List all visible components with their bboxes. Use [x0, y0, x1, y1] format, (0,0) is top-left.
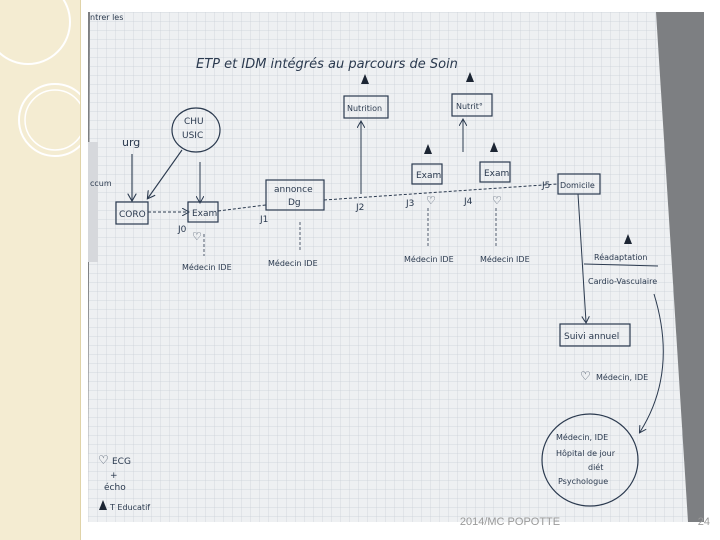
- triangle-icon-nutrition-1: [361, 74, 369, 84]
- exam-2-label: Exam: [416, 171, 441, 181]
- coro-label: CORO: [119, 210, 146, 220]
- suivi-actor-label: Médecin, IDE: [596, 372, 648, 382]
- left-paper-edge: [88, 142, 98, 262]
- exam-node-1: [187, 201, 219, 223]
- readaptation-label: Réadaptation: [594, 252, 647, 262]
- triangle-icon-nutrition-2: [466, 72, 474, 82]
- exam-1-label: Exam: [192, 209, 217, 219]
- legend-educatif: T Educatif: [109, 503, 150, 512]
- slide-footer: 2014/MC POPOTTE: [459, 516, 561, 528]
- nutrition-2-label: Nutrit°: [456, 102, 483, 111]
- day-label-j2: J2: [355, 203, 364, 213]
- triangle-icon-exam-3: [490, 142, 498, 152]
- notebook-photo: ntrer les ccum ETP et IDM intégrés au pa…: [88, 12, 704, 522]
- actor-label-3: Médecin IDE: [404, 254, 454, 264]
- triangle-icon-exam-2: [424, 144, 432, 154]
- exam-node-3: [479, 161, 511, 183]
- dg-label: Dg: [288, 198, 301, 208]
- exam-3-label: Exam: [484, 169, 509, 179]
- legend-ecg: ECG: [112, 457, 131, 467]
- cardio-label: Cardio-Vasculaire: [588, 277, 657, 286]
- margin-text: ccum: [90, 179, 112, 188]
- day-label-j4: J4: [463, 197, 473, 207]
- care-team-label-3: diét: [588, 462, 603, 472]
- diagram-canvas: ntrer les ccum ETP et IDM intégrés au pa…: [88, 12, 688, 522]
- actor-label-1: Médecin IDE: [182, 262, 232, 272]
- heart-icon-legend: ♡: [98, 453, 109, 467]
- day-label-j1: J1: [259, 215, 268, 225]
- suivi-node: [559, 323, 631, 347]
- coro-node: [115, 201, 149, 225]
- care-team-label-2: Hôpital de jour: [556, 448, 616, 458]
- suivi-label: Suivi annuel: [564, 332, 619, 342]
- domicile-node: [557, 173, 601, 195]
- day-label-j5: J5: [541, 181, 550, 191]
- urg-label: urg: [122, 136, 140, 149]
- care-team-node: [541, 413, 639, 507]
- diagram-title: ETP et IDM intégrés au parcours de Soin: [196, 57, 458, 72]
- page-number: 24: [697, 516, 710, 528]
- chu-usic-node: [171, 107, 221, 153]
- slide-sidebar-decoration: [0, 0, 81, 540]
- annonce-label: annonce: [274, 185, 313, 195]
- domicile-label: Domicile: [560, 181, 595, 190]
- usic-label: USIC: [182, 131, 203, 141]
- actor-label-2: Médecin IDE: [268, 258, 318, 268]
- heart-icon-3: ♡: [492, 194, 502, 207]
- nutrition-node-1: [343, 95, 389, 119]
- day-label-j0: J0: [177, 225, 187, 235]
- heart-icon-1: ♡: [192, 230, 202, 243]
- nutrition-1-label: Nutrition: [347, 104, 382, 113]
- triangle-icon-readaptation: [624, 234, 632, 244]
- heart-icon-2: ♡: [426, 194, 436, 207]
- care-team-label-4: Psychologue: [558, 477, 608, 486]
- care-team-label-1: Médecin, IDE: [556, 432, 608, 442]
- chu-label: CHU: [184, 117, 204, 127]
- decorative-circles: [0, 0, 80, 157]
- exam-node-2: [411, 163, 443, 185]
- heart-icon-suivi: ♡: [580, 369, 591, 383]
- day-label-j3: J3: [405, 199, 414, 209]
- actor-label-4: Médecin IDE: [480, 254, 530, 264]
- triangle-icon-legend: [99, 500, 107, 510]
- annonce-node: [265, 179, 325, 211]
- legend-echo: écho: [104, 482, 126, 493]
- nutrition-node-2: [451, 93, 493, 117]
- corner-text: ntrer les: [90, 13, 123, 22]
- legend-plus: +: [110, 471, 118, 481]
